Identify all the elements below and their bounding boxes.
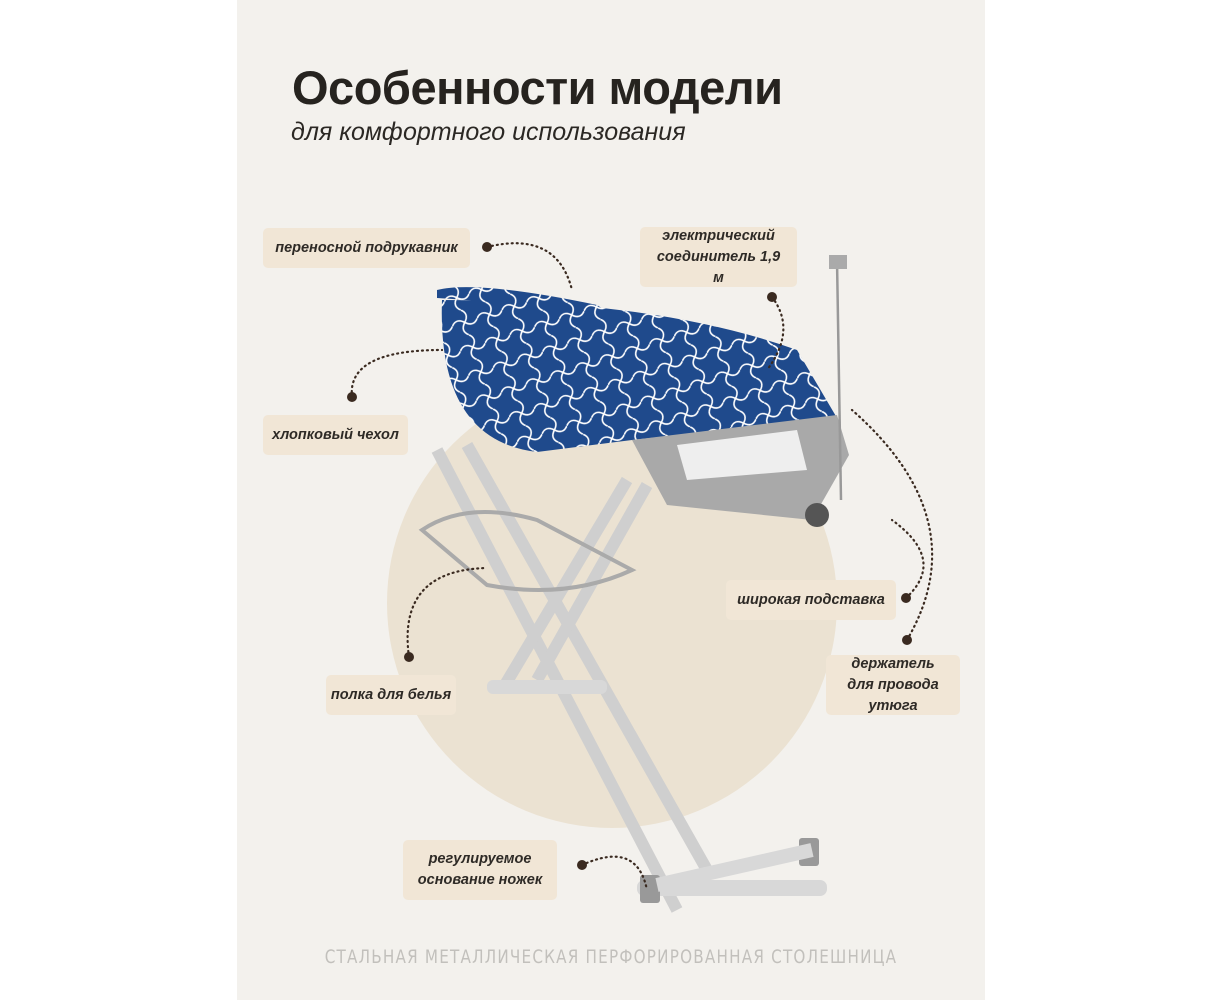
callout-cord-holder: держатель для провода утюга bbox=[826, 655, 960, 715]
board-cover bbox=[441, 300, 837, 452]
callout-arrows bbox=[347, 242, 934, 892]
ironing-board-illustration bbox=[418, 255, 849, 913]
linen-shelf-rack bbox=[418, 510, 637, 592]
connector bbox=[805, 503, 829, 527]
page-title: Особенности модели bbox=[292, 61, 783, 114]
back-foot bbox=[487, 680, 607, 694]
infographic-panel: Особенности модели для комфортного испол… bbox=[237, 0, 985, 1000]
callout-wide-stand: широкая подставка bbox=[726, 580, 896, 620]
sleeve-board bbox=[437, 287, 612, 315]
footer-caption: СТАЛЬНАЯ МЕТАЛЛИЧЕСКАЯ ПЕРФОРИРОВАННАЯ С… bbox=[324, 946, 898, 968]
callout-linen-shelf: полка для белья bbox=[326, 675, 456, 715]
callout-electric-connector: электрический соединитель 1,9 м bbox=[640, 227, 797, 287]
page-subtitle: для комфортного использования bbox=[291, 118, 686, 146]
callout-sleeve-board: переносной подрукавник bbox=[263, 228, 470, 268]
callout-adjustable-feet: регулируемое основание ножек bbox=[403, 840, 557, 900]
cord-holder-rod bbox=[835, 259, 843, 501]
callout-cotton-cover: хлопковый чехол bbox=[263, 415, 408, 455]
